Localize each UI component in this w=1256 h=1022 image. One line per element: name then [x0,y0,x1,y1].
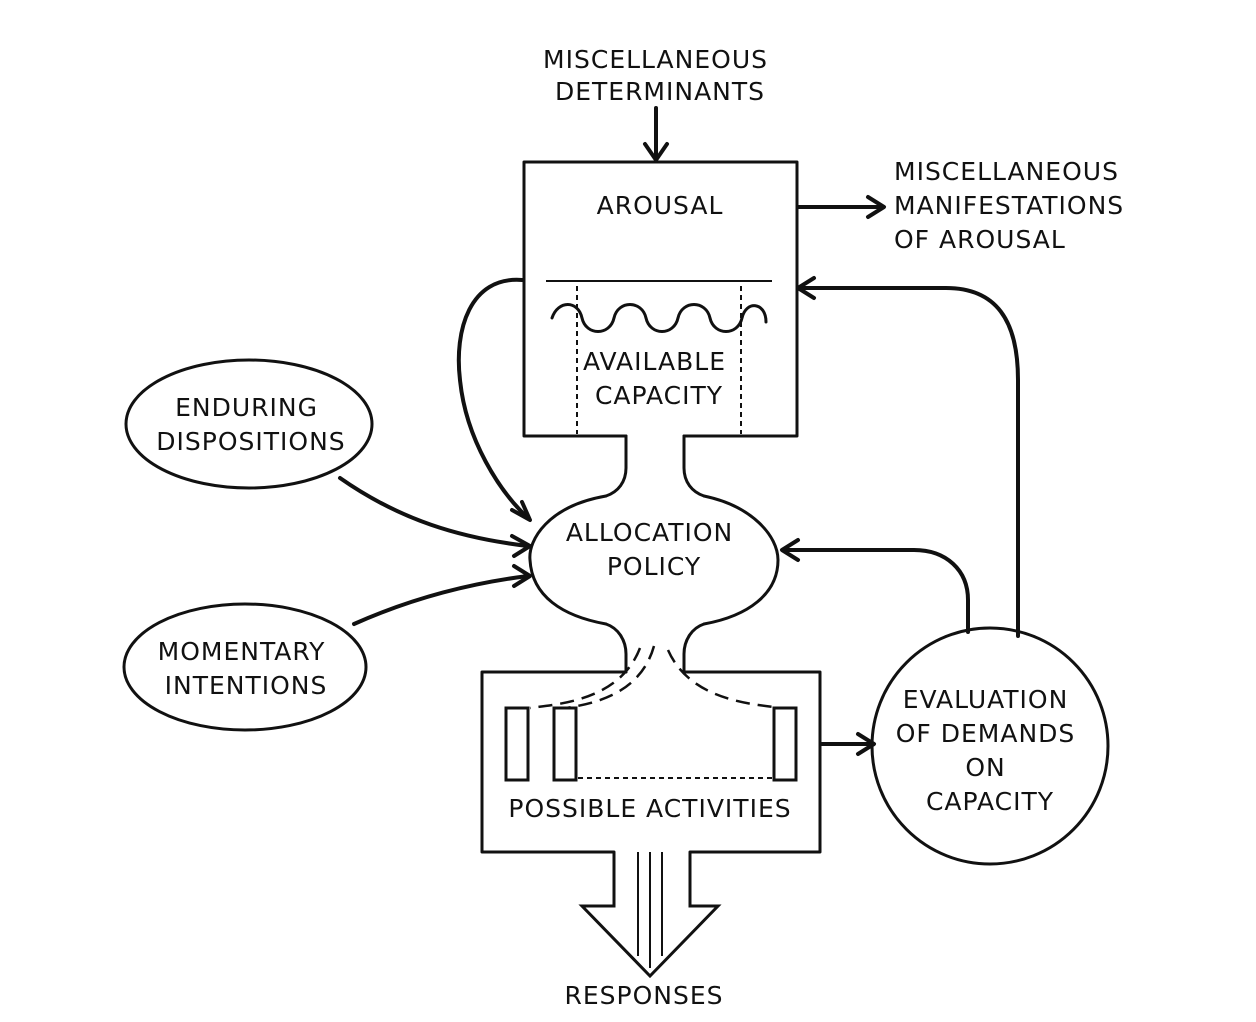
arrow-head-evaluation [856,732,876,756]
evaluation-label: EVALUATION OF DEMANDS ON CAPACITY [896,685,1085,816]
channel-2 [565,645,656,710]
activity-slot-1 [504,706,530,782]
channel-1 [529,647,642,710]
arrow-head-eval-arousal [796,276,816,300]
momentary-intentions-label: MOMENTARY INTENTIONS [158,637,335,700]
arrow-evaluation-arousal [798,286,1020,638]
arousal-label: AROUSAL [597,191,724,220]
upper-neck-left [604,434,628,498]
arrow-evaluation-allocation [782,548,970,634]
arousal-box [522,160,799,438]
activity-slot-2 [552,706,578,782]
channel-3 [666,649,783,710]
misc-manifestations-label: MISCELLANEOUS MANIFESTATIONS OF AROUSAL [894,157,1133,254]
responses-label: RESPONSES [564,981,723,1010]
upper-neck-right [682,434,706,498]
activities-box [480,670,822,854]
arrow-head-intentions [512,564,532,588]
allocation-policy-label: ALLOCATION POLICY [566,518,742,581]
arrow-arousal-allocation [456,277,530,520]
allocation-ellipse [528,494,780,626]
momentary-intentions-ellipse [122,602,368,732]
arrow-dispositions-allocation [338,476,530,548]
enduring-dispositions-ellipse [124,358,374,490]
arrow-head-dispositions [510,534,532,558]
misc-determinants-label: MISCELLANEOUS DETERMINANTS [543,45,777,106]
arrow-intentions-allocation [352,574,530,626]
enduring-dispositions-label: ENDURING DISPOSITIONS [156,393,345,456]
available-capacity-label: AVAILABLE CAPACITY [583,347,735,410]
activity-slot-3 [772,706,798,782]
arrow-head-manifestations [866,195,886,219]
arrow-head-determinants [643,142,669,162]
possible-activities-label: POSSIBLE ACTIVITIES [508,794,791,823]
capacity-wave [550,303,768,333]
lower-neck-right [682,622,706,674]
arrow-head-arousal-allocation [510,500,532,522]
lower-neck-left [604,622,628,674]
arrow-head-eval-allocation [780,538,800,562]
